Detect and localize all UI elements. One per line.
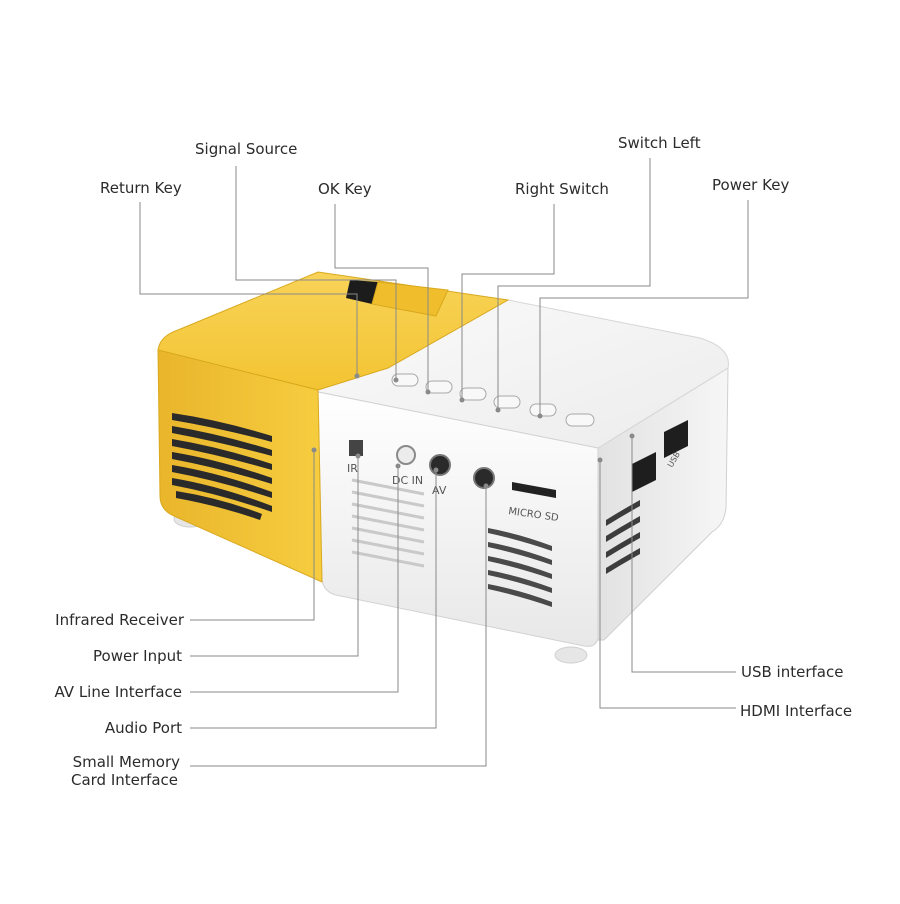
label-infrared-receiver: Infrared Receiver bbox=[55, 611, 184, 629]
leader-power-input bbox=[190, 456, 359, 657]
print-ir: IR bbox=[347, 462, 358, 475]
foot-front bbox=[554, 646, 588, 664]
leader-infrared-receiver bbox=[190, 450, 315, 621]
print-av: AV bbox=[432, 484, 447, 497]
dc-in-port bbox=[396, 445, 416, 465]
right-switch-button bbox=[493, 395, 521, 409]
leader-hdmi bbox=[599, 460, 736, 709]
usb-port bbox=[664, 420, 688, 458]
leader-usb bbox=[631, 436, 736, 673]
av-port bbox=[429, 454, 451, 476]
print-dc-in: DC IN bbox=[392, 474, 423, 487]
audio-port bbox=[473, 467, 495, 489]
lens-recess bbox=[371, 281, 449, 317]
label-av-line-interface: AV Line Interface bbox=[54, 683, 182, 701]
yellow-front-face bbox=[157, 349, 323, 583]
leader-ok-key bbox=[334, 204, 429, 392]
label-switch-left: Switch Left bbox=[618, 134, 701, 152]
return-key-button bbox=[391, 373, 419, 387]
switch-left-button bbox=[529, 403, 557, 417]
power-key-button bbox=[565, 413, 595, 427]
white-front-vent-left bbox=[351, 478, 425, 568]
leader-memory-card bbox=[190, 486, 487, 767]
leader-signal-source bbox=[235, 166, 397, 380]
label-usb-interface: USB interface bbox=[741, 663, 844, 681]
leader-switch-left bbox=[497, 158, 651, 410]
front-ports bbox=[349, 440, 556, 498]
leader-return-key bbox=[139, 202, 358, 376]
label-right-switch: Right Switch bbox=[515, 180, 609, 198]
hdmi-port bbox=[632, 452, 656, 492]
lens-window bbox=[346, 280, 378, 304]
label-small-memory-line2: Card Interface bbox=[70, 771, 178, 789]
label-signal-source: Signal Source bbox=[195, 140, 298, 158]
label-audio-port: Audio Port bbox=[104, 719, 182, 737]
label-power-input: Power Input bbox=[93, 647, 182, 665]
yellow-vent bbox=[172, 413, 272, 520]
ir-window bbox=[349, 440, 363, 456]
leader-right-switch bbox=[461, 204, 555, 400]
white-front-vent-right bbox=[488, 528, 552, 607]
white-top-face bbox=[317, 299, 729, 449]
leader-power-key bbox=[539, 200, 749, 416]
label-power-key: Power Key bbox=[712, 176, 790, 194]
leader-audio-port bbox=[190, 470, 437, 729]
leader-dots bbox=[311, 373, 635, 489]
leader-av-line bbox=[190, 466, 399, 693]
label-return-key: Return Key bbox=[100, 179, 182, 197]
signal-source-button bbox=[459, 387, 487, 401]
micro-sd-slot bbox=[512, 482, 556, 498]
top-buttons bbox=[391, 373, 595, 427]
ok-key-button bbox=[425, 380, 453, 394]
label-hdmi-interface: HDMI Interface bbox=[740, 702, 853, 720]
label-small-memory-line1: Small Memory bbox=[72, 753, 180, 771]
leader-lines bbox=[139, 158, 749, 767]
label-ok-key: OK Key bbox=[318, 180, 372, 198]
